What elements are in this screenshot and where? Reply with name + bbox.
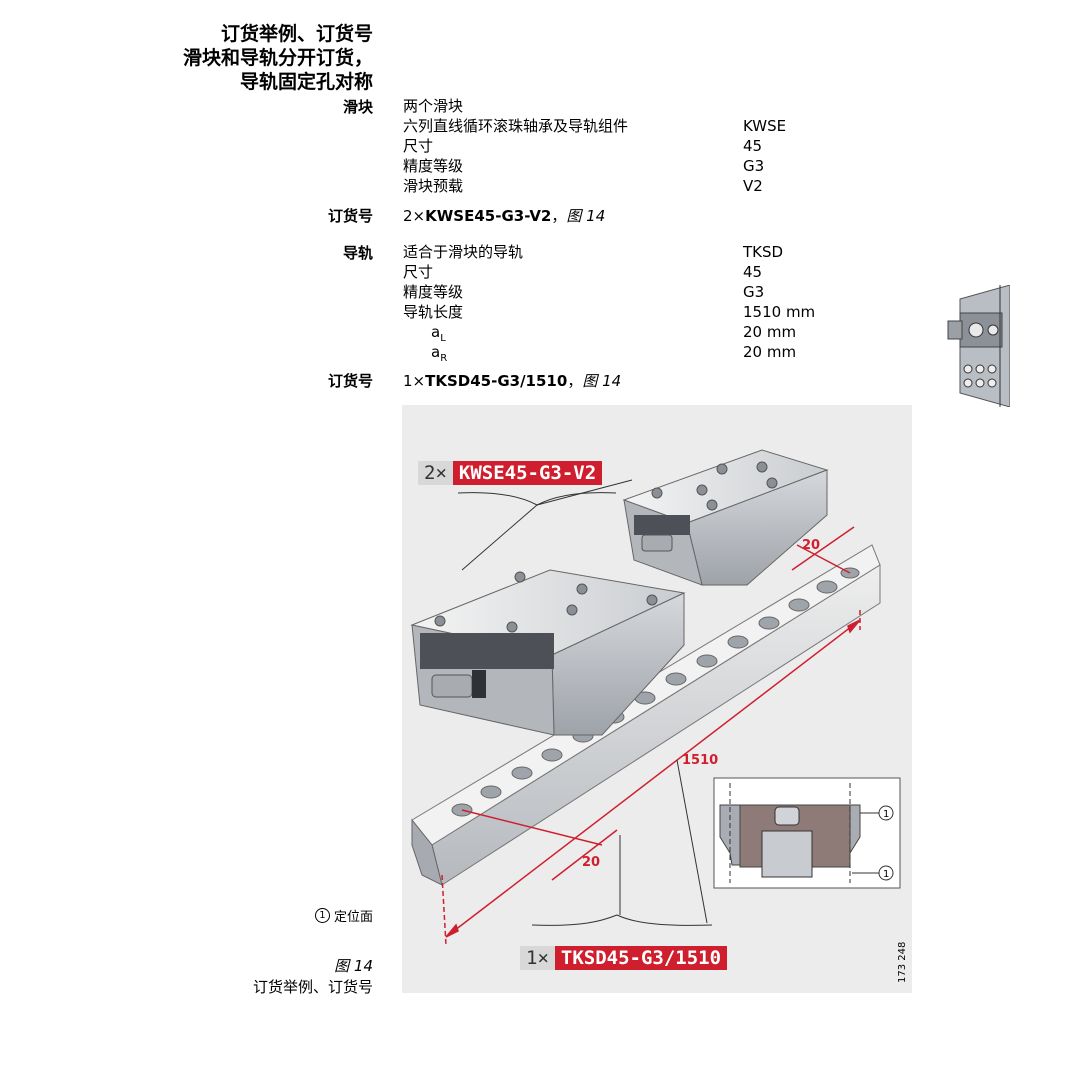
caption-text: 订货举例、订货号: [252, 978, 373, 996]
rail-desc-aR: aR: [403, 342, 523, 364]
order1-label: 订货号: [327, 207, 373, 225]
heading-line-1: 订货举例、订货号: [220, 23, 373, 45]
rail-descriptions: 适合于滑块的导轨 尺寸 精度等级 导轨长度 aL aR: [403, 242, 524, 364]
carriage-value-2: 45: [743, 137, 763, 155]
carriage-label: 滑块: [342, 98, 373, 116]
aL-subscript: L: [440, 333, 446, 344]
rail-label: 导轨: [342, 244, 373, 262]
inset-section: 1 1: [713, 777, 901, 889]
carriage-desc-3: 精度等级: [403, 157, 464, 175]
aR-subscript: R: [440, 353, 448, 364]
dimension-length: [441, 610, 861, 946]
rail-desc-1: 尺寸: [403, 263, 434, 281]
order1-sep: ，: [551, 207, 567, 225]
page-heading: 订货举例、订货号 滑块和导轨分开订货， 导轨固定孔对称: [53, 22, 373, 94]
order2-line: 1×TKSD45-G3/1510，图 14: [403, 370, 621, 391]
dimension-right: [791, 526, 855, 574]
order2-qty: 1×: [403, 372, 426, 390]
callout-carriage: 2×KWSE45-G3-V2: [418, 461, 603, 485]
marker-circle-bottom: [878, 865, 894, 881]
dimension-left: [461, 809, 618, 881]
carriage-values: KWSE 45 G3 V2: [743, 96, 786, 196]
legend-marker: 1: [314, 908, 330, 923]
order1-qty: 2×: [403, 207, 426, 225]
order1-line: 2×KWSE45-G3-V2，图 14: [403, 205, 605, 226]
dim-left-label: 20: [582, 855, 600, 870]
carriage-value-3: G3: [743, 157, 765, 175]
image-number: 173 248: [897, 942, 908, 983]
heading-line-3: 导轨固定孔对称: [239, 71, 373, 93]
figure-14: 1510 20 20 1 1 173: [402, 405, 912, 993]
rail-desc-3: 导轨长度: [403, 303, 464, 321]
carriage-value-0: [743, 96, 786, 116]
carriage-value-1: KWSE: [743, 117, 787, 135]
leader-lines: [457, 479, 713, 926]
rail-desc-0: 适合于滑块的导轨: [403, 243, 524, 261]
aL-symbol: a: [431, 323, 441, 341]
figure-drawing: 1510 20 20 1 1 173: [410, 449, 908, 983]
legend: 1 定位面: [314, 906, 373, 925]
order1-code: KWSE45-G3-V2: [425, 207, 552, 225]
rail-value-aR: 20 mm: [743, 343, 797, 361]
carriage-descriptions: 两个滑块 六列直线循环滚珠轴承及导轨组件 尺寸 精度等级 滑块预载: [403, 96, 628, 196]
marker-circle-top: [878, 805, 894, 821]
rail-value-3: 1510 mm: [743, 303, 816, 321]
heading-line-2: 滑块和导轨分开订货，: [182, 47, 373, 69]
order1-fig: 图 14: [566, 207, 606, 225]
rail-body: [411, 544, 881, 886]
carriage-desc-1: 六列直线循环滚珠轴承及导轨组件: [403, 117, 629, 135]
order2-sep: ，: [567, 372, 583, 390]
callout-rail: 1×TKSD45-G3/1510: [520, 946, 728, 970]
rail-desc-2: 精度等级: [403, 283, 464, 301]
carriage-front: [410, 569, 686, 736]
rail-value-2: G3: [743, 283, 765, 301]
marker-top: 1: [883, 809, 889, 820]
carriage-value-4: V2: [743, 177, 763, 195]
side-profile-thumbnail: [946, 285, 1010, 407]
rail-desc-aL: aL: [403, 322, 523, 344]
callout-carriage-qty: 2×: [418, 461, 453, 485]
rail-value-0: TKSD: [743, 243, 784, 261]
callout-rail-qty: 1×: [520, 946, 555, 970]
rail-values: TKSD 45 G3 1510 mm 20 mm 20 mm: [743, 242, 815, 362]
carriage-desc-0: 两个滑块: [403, 97, 464, 115]
marker-bottom: 1: [883, 869, 889, 880]
rail-value-1: 45: [743, 263, 763, 281]
carriage-back: [622, 449, 829, 586]
order2-code: TKSD45-G3/1510: [425, 372, 568, 390]
carriage-desc-2: 尺寸: [403, 137, 434, 155]
figure-caption: 图 14 订货举例、订货号: [173, 955, 373, 997]
carriage-desc-4: 滑块预载: [403, 177, 464, 195]
caption-fig: 图 14: [334, 957, 373, 975]
aR-symbol: a: [431, 343, 441, 361]
dim-length-label: 1510: [682, 753, 718, 768]
legend-text: 定位面: [333, 910, 373, 925]
callout-carriage-code: KWSE45-G3-V2: [452, 461, 603, 485]
callout-rail-code: TKSD45-G3/1510: [554, 946, 728, 970]
dim-right-label: 20: [802, 538, 820, 553]
order2-fig: 图 14: [582, 372, 622, 390]
rail-value-aL: 20 mm: [743, 323, 797, 341]
order2-label: 订货号: [327, 372, 373, 390]
